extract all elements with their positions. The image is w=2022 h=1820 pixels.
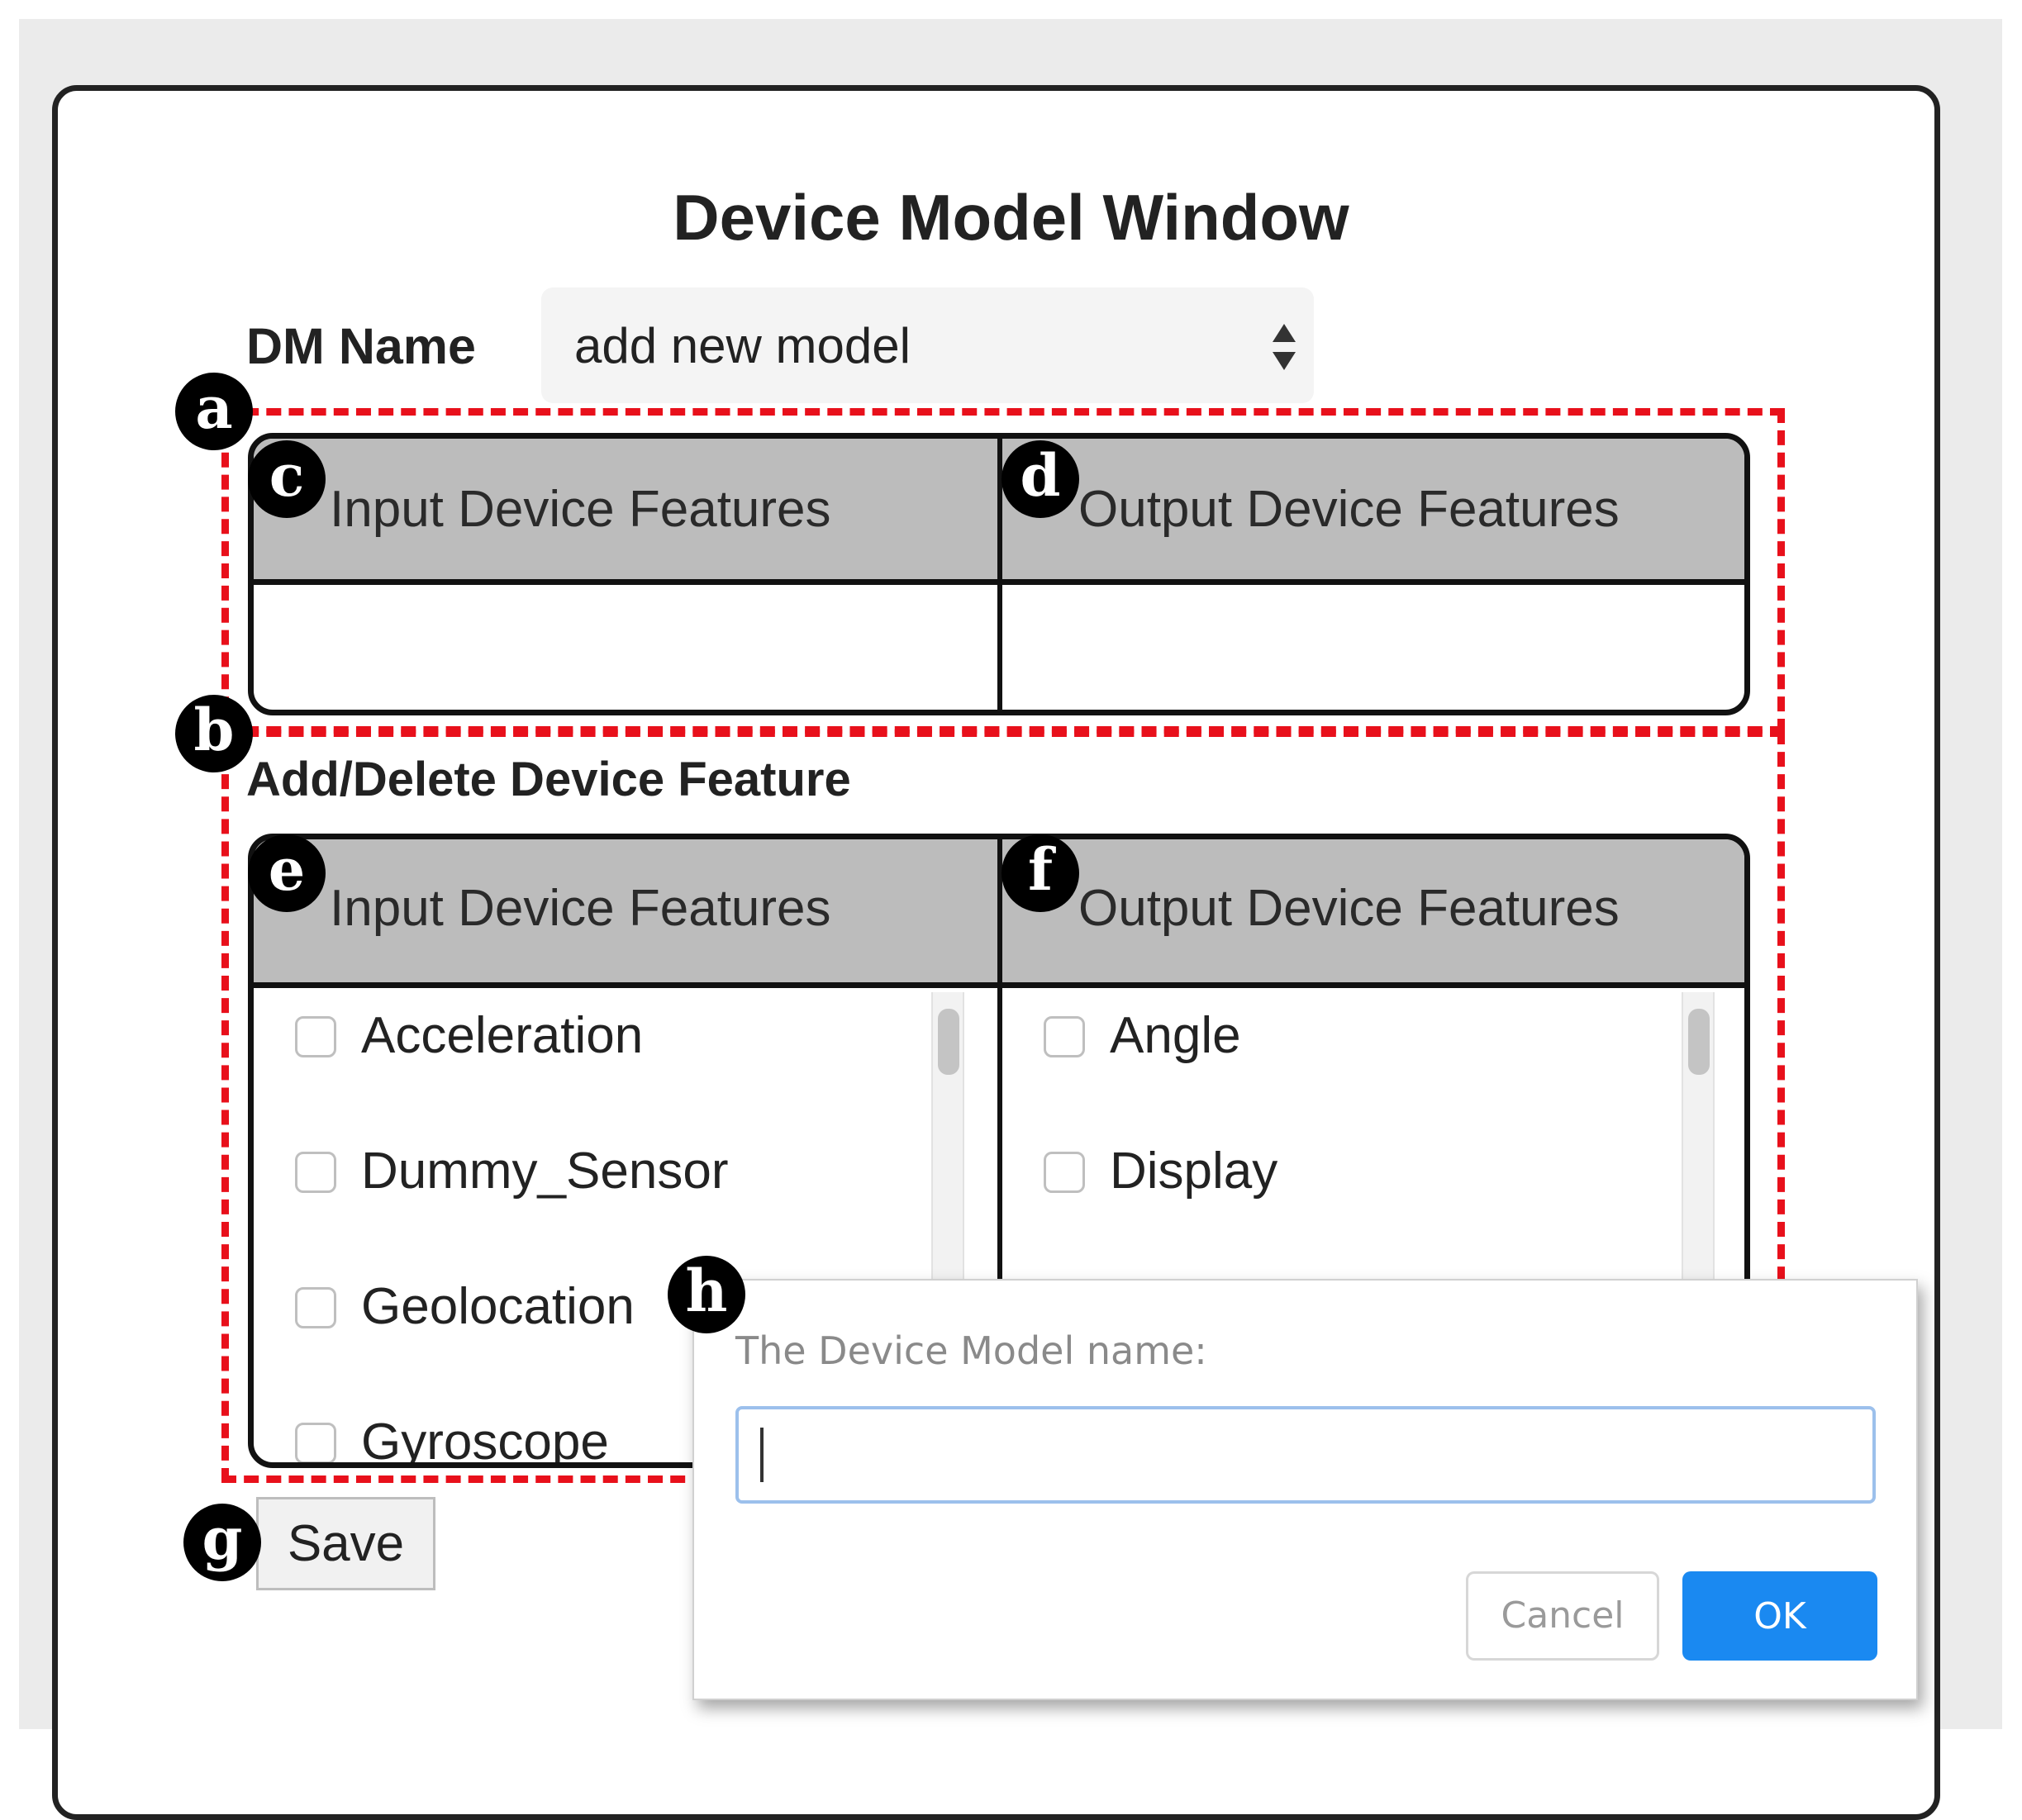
output-features-header: Output Device Features <box>1078 880 1620 937</box>
marker-c: c <box>248 440 326 518</box>
cancel-button[interactable]: Cancel <box>1466 1571 1659 1661</box>
column-divider <box>997 439 1002 710</box>
column-divider <box>997 839 1002 1462</box>
output-feature-checkbox[interactable] <box>1044 1016 1085 1057</box>
device-model-name-input[interactable] <box>735 1406 1876 1504</box>
ok-button[interactable]: OK <box>1682 1571 1877 1661</box>
marker-h: h <box>668 1256 745 1333</box>
input-features-header: Input Device Features <box>330 880 831 937</box>
dm-name-label: DM Name <box>246 318 476 374</box>
input-feature-label: Gyroscope <box>361 1414 609 1468</box>
up-down-arrows-icon <box>1273 324 1296 370</box>
output-feature-label: Display <box>1110 1143 1278 1200</box>
device-model-name-dialog: The Device Model name: Cancel OK <box>692 1279 1918 1700</box>
dm-name-select[interactable]: add new model <box>541 287 1314 403</box>
model-input-features-header: Input Device Features <box>330 481 831 538</box>
input-feature-label: Geolocation <box>361 1278 635 1335</box>
input-feature-checkbox[interactable] <box>295 1016 336 1057</box>
model-features-table: Input Device Features Output Device Feat… <box>248 433 1750 715</box>
marker-d: d <box>1001 440 1079 518</box>
save-button[interactable]: Save <box>256 1497 435 1590</box>
output-feature-label: Angle <box>1110 1007 1241 1064</box>
window-title: Device Model Window <box>673 181 1349 254</box>
input-features-scroll-thumb[interactable] <box>938 1009 959 1075</box>
marker-e: e <box>248 834 326 912</box>
input-feature-checkbox[interactable] <box>295 1423 336 1462</box>
text-caret <box>760 1428 764 1482</box>
marker-b: b <box>175 695 253 772</box>
input-feature-label: Dummy_Sensor <box>361 1143 729 1200</box>
dialog-prompt: The Device Model name: <box>735 1328 1207 1373</box>
marker-f: f <box>1001 834 1079 912</box>
output-features-scroll-thumb[interactable] <box>1688 1009 1710 1075</box>
marker-g: g <box>183 1504 261 1581</box>
add-delete-feature-label: Add/Delete Device Feature <box>246 753 851 806</box>
marker-a: a <box>175 373 253 450</box>
input-feature-checkbox[interactable] <box>295 1287 336 1328</box>
model-output-features-header: Output Device Features <box>1078 481 1620 538</box>
dm-name-select-value: add new model <box>574 318 911 373</box>
output-feature-checkbox[interactable] <box>1044 1152 1085 1193</box>
input-feature-label: Acceleration <box>361 1007 644 1064</box>
input-feature-checkbox[interactable] <box>295 1152 336 1193</box>
